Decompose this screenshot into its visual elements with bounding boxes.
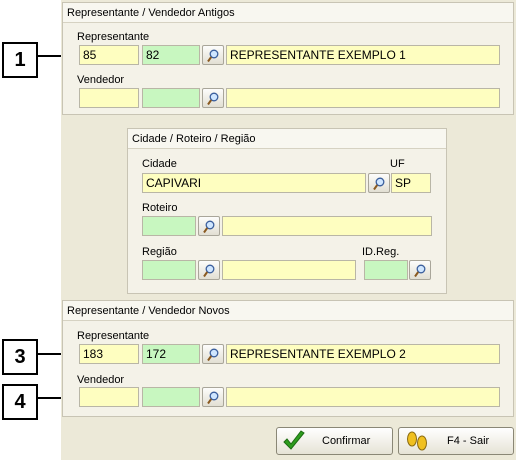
new-rep-group-title: Representante / Vendedor Novos bbox=[63, 301, 513, 321]
city-search-button[interactable] bbox=[368, 173, 390, 193]
route-code-field[interactable] bbox=[142, 216, 196, 236]
old-seller-code2-field[interactable] bbox=[142, 88, 200, 108]
confirm-button-label: Confirmar bbox=[322, 435, 371, 447]
old-seller-label: Vendedor bbox=[77, 74, 125, 86]
magnifier-icon bbox=[203, 220, 215, 234]
new-seller-code2-field[interactable] bbox=[142, 387, 200, 407]
magnifier-icon bbox=[207, 391, 219, 405]
callout-3-leader bbox=[38, 353, 78, 355]
new-seller-search-button[interactable] bbox=[202, 387, 224, 407]
old-seller-code-field[interactable] bbox=[79, 88, 139, 108]
magnifier-icon bbox=[207, 348, 219, 362]
callout-1: 1 bbox=[2, 42, 38, 78]
old-seller-search-button[interactable] bbox=[202, 88, 224, 108]
region-code-field[interactable] bbox=[142, 260, 196, 280]
route-name-field[interactable] bbox=[222, 216, 432, 236]
exit-button-label: F4 - Sair bbox=[447, 435, 490, 447]
region-name-field[interactable] bbox=[222, 260, 356, 280]
magnifier-icon bbox=[207, 49, 219, 63]
magnifier-icon bbox=[207, 92, 219, 106]
old-rep-name-field[interactable]: REPRESENTANTE EXEMPLO 1 bbox=[226, 45, 500, 65]
idreg-field[interactable] bbox=[364, 260, 408, 280]
dialog-window: Representante / Vendedor Antigos Represe… bbox=[61, 0, 516, 460]
magnifier-icon bbox=[373, 177, 385, 191]
new-seller-name-field[interactable] bbox=[226, 387, 500, 407]
city-label: Cidade bbox=[142, 158, 177, 170]
old-rep-label: Representante bbox=[77, 31, 150, 43]
magnifier-icon bbox=[414, 264, 426, 278]
uf-label: UF bbox=[390, 158, 405, 170]
checkmark-icon bbox=[283, 430, 305, 450]
new-rep-search-button[interactable] bbox=[202, 344, 224, 364]
old-rep-code2-field[interactable]: 82 bbox=[142, 45, 200, 65]
exit-button[interactable]: F4 - Sair bbox=[398, 427, 514, 455]
city-route-region-group: Cidade / Roteiro / Região Cidade UF CAPI… bbox=[127, 128, 447, 294]
old-rep-group-title: Representante / Vendedor Antigos bbox=[63, 3, 513, 23]
callout-4: 4 bbox=[2, 384, 38, 420]
old-rep-code-field[interactable]: 85 bbox=[79, 45, 139, 65]
old-seller-name-field[interactable] bbox=[226, 88, 500, 108]
route-label: Roteiro bbox=[142, 202, 178, 214]
new-rep-code-field[interactable]: 183 bbox=[79, 344, 139, 364]
new-rep-code2-field[interactable]: 172 bbox=[142, 344, 200, 364]
old-rep-group: Representante / Vendedor Antigos Represe… bbox=[62, 2, 514, 115]
route-search-button[interactable] bbox=[198, 216, 220, 236]
confirm-button[interactable]: Confirmar bbox=[276, 427, 393, 455]
new-rep-group: Representante / Vendedor Novos Represent… bbox=[62, 300, 514, 417]
callout-1-leader bbox=[38, 55, 78, 57]
new-seller-code-field[interactable] bbox=[79, 387, 139, 407]
city-field[interactable]: CAPIVARI bbox=[142, 173, 366, 193]
city-group-title: Cidade / Roteiro / Região bbox=[128, 129, 446, 149]
footprints-icon bbox=[407, 431, 427, 451]
new-rep-label: Representante bbox=[77, 330, 150, 342]
callout-4-leader bbox=[38, 397, 78, 399]
idreg-label: ID.Reg. bbox=[362, 246, 400, 258]
idreg-search-button[interactable] bbox=[409, 260, 431, 280]
new-seller-label: Vendedor bbox=[77, 374, 125, 386]
region-search-button[interactable] bbox=[198, 260, 220, 280]
callout-3: 3 bbox=[2, 339, 38, 375]
new-rep-name-field[interactable]: REPRESENTANTE EXEMPLO 2 bbox=[226, 344, 500, 364]
region-label: Região bbox=[142, 246, 177, 258]
magnifier-icon bbox=[203, 264, 215, 278]
old-rep-search-button[interactable] bbox=[202, 45, 224, 65]
uf-field[interactable]: SP bbox=[391, 173, 431, 193]
